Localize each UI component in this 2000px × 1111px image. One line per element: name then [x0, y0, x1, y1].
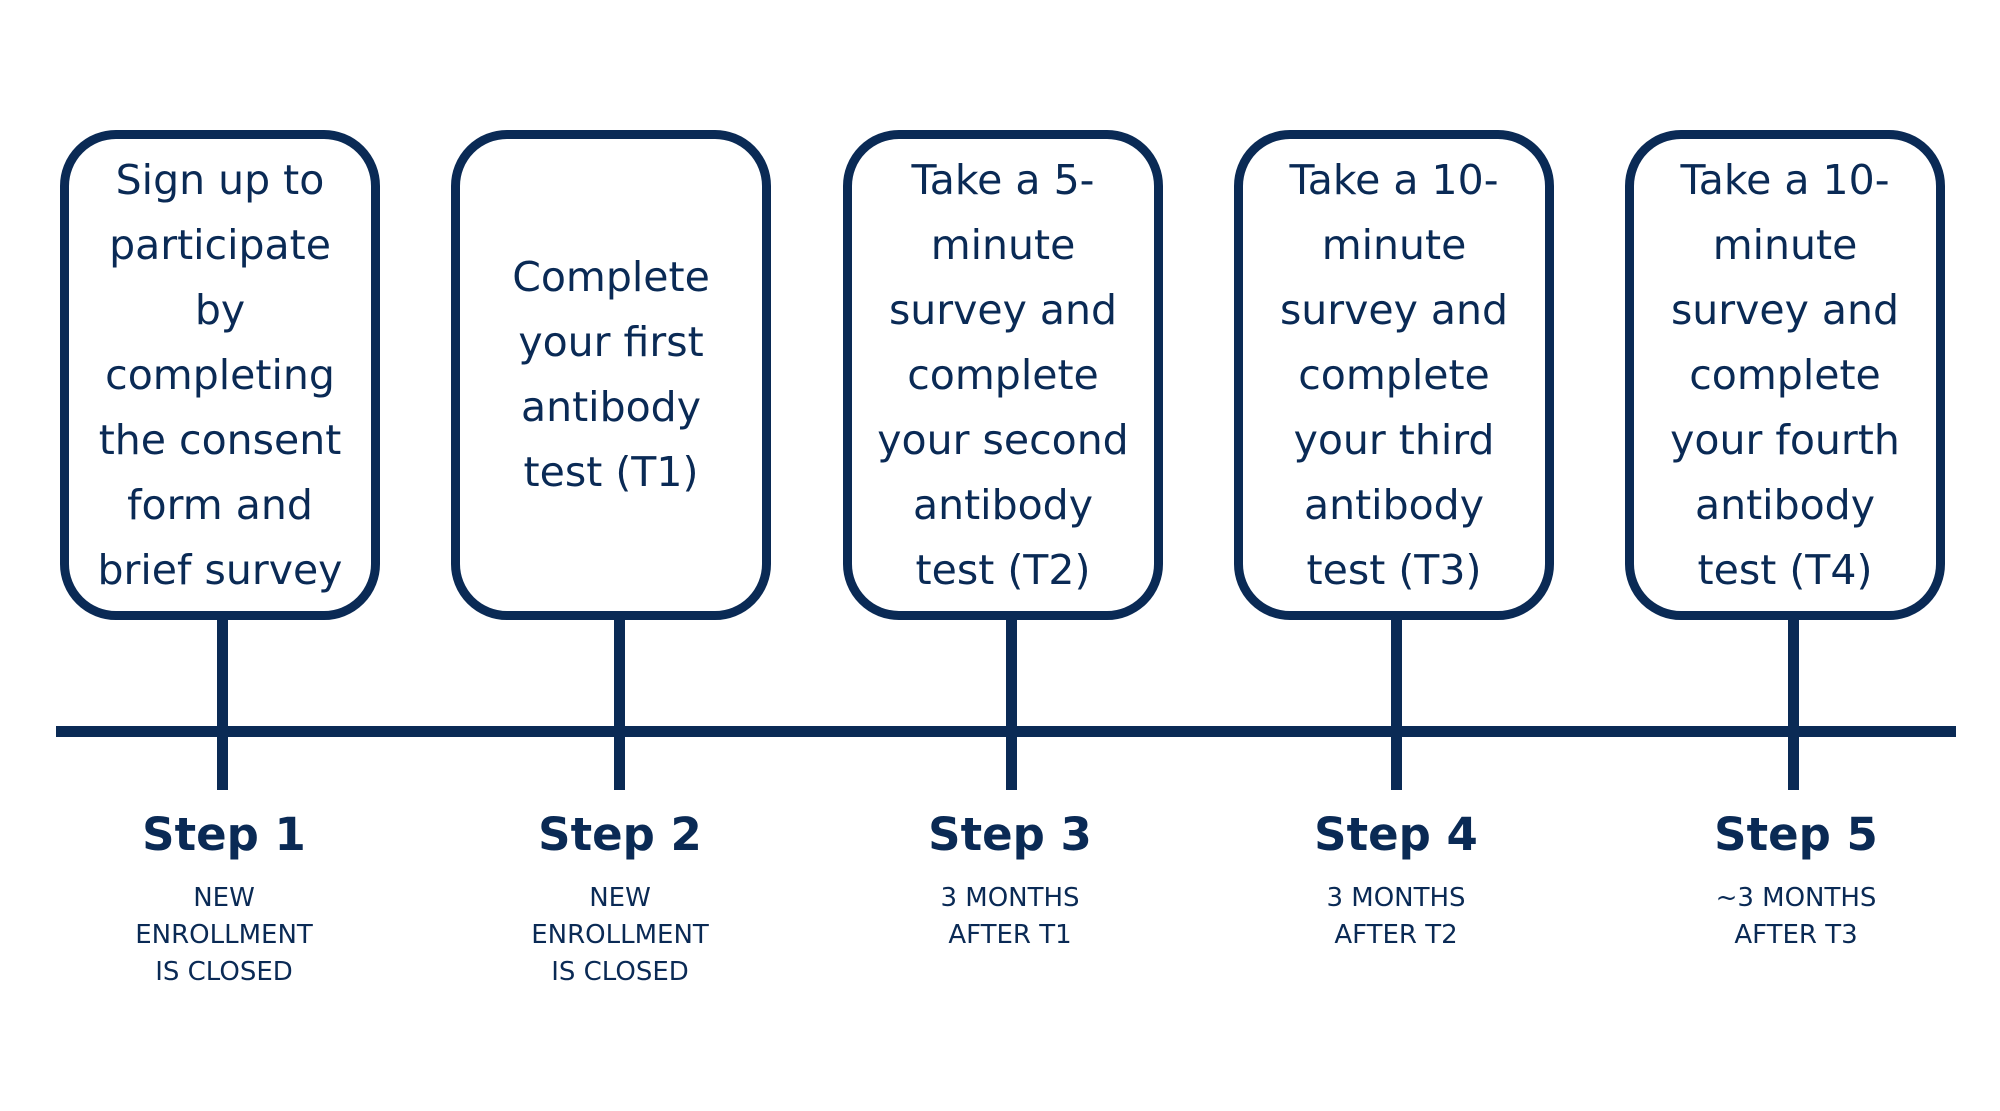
step-1-box: Sign up to participate by completing the…: [60, 130, 380, 620]
step-3-box: Take a 5-minute survey and complete your…: [843, 130, 1163, 620]
step-3-description: Take a 5-minute survey and complete your…: [877, 155, 1129, 594]
step-4-note: 3 MONTHS AFTER T2: [1326, 883, 1466, 950]
step-2-box: Complete your first antibody test (T1): [451, 130, 771, 620]
step-1-note: NEW ENROLLMENT IS CLOSED: [135, 883, 313, 987]
step-3-title: Step 3: [928, 808, 1092, 861]
step-5-title: Step 5: [1714, 808, 1878, 861]
step-1-title: Step 1: [142, 808, 306, 861]
step-4-connector: [1391, 620, 1402, 790]
step-2-description: Complete your first antibody test (T1): [512, 253, 710, 496]
step-5-box: Take a 10-minute survey and complete you…: [1625, 130, 1945, 620]
step-1-connector: [217, 620, 228, 790]
step-4-title: Step 4: [1314, 808, 1478, 861]
step-4-box: Take a 10-minute survey and complete you…: [1234, 130, 1554, 620]
step-4-description: Take a 10-minute survey and complete you…: [1279, 155, 1509, 594]
step-2-title: Step 2: [538, 808, 702, 861]
step-3-connector: [1006, 620, 1017, 790]
step-5-description: Take a 10-minute survey and complete you…: [1670, 155, 1900, 594]
step-3-note: 3 MONTHS AFTER T1: [940, 883, 1080, 950]
step-5-note: ~3 MONTHS AFTER T3: [1715, 883, 1877, 950]
step-5-connector: [1788, 620, 1799, 790]
step-2-connector: [614, 620, 625, 790]
step-2-note: NEW ENROLLMENT IS CLOSED: [531, 883, 709, 987]
step-1-description: Sign up to participate by completing the…: [97, 155, 343, 594]
